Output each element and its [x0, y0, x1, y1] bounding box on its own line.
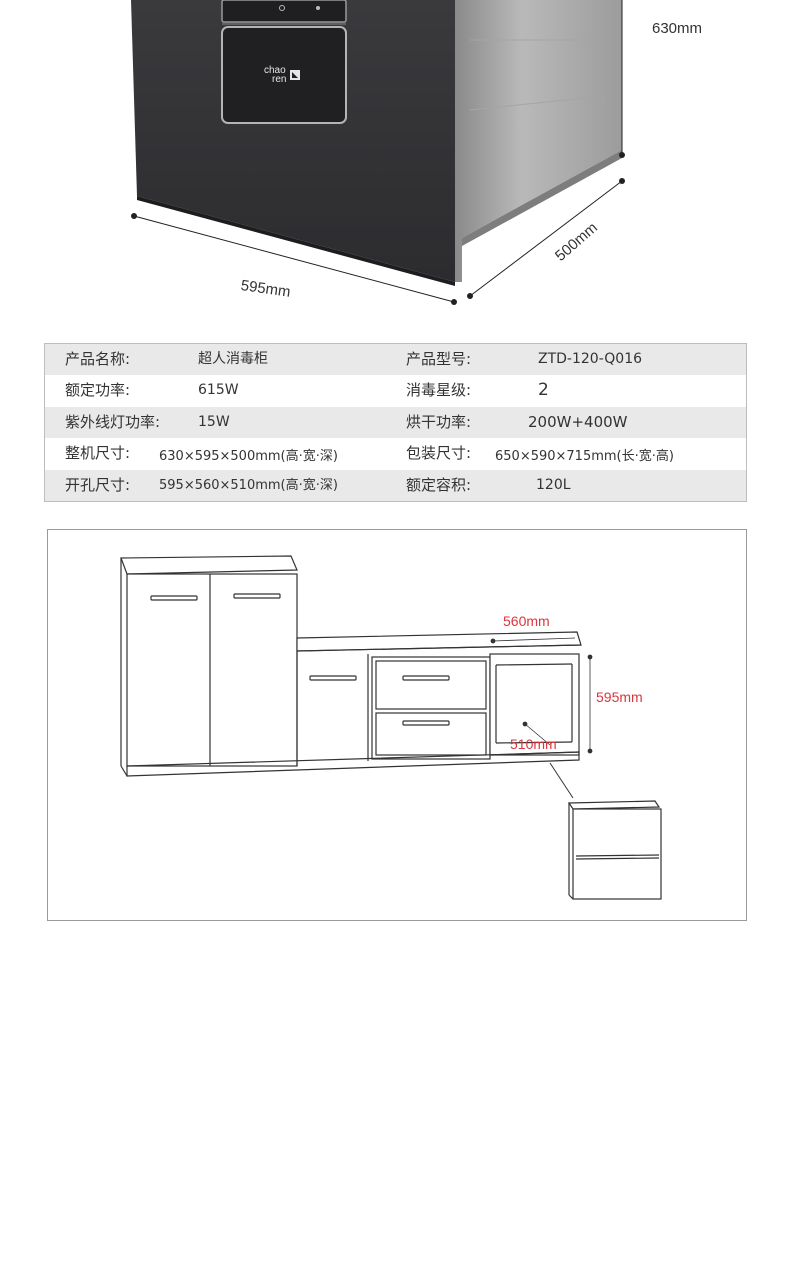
spec-value: 15W [198, 413, 230, 430]
installation-diagram: 560mm 595mm 510mm [47, 529, 747, 921]
spec-value: 2 [538, 380, 549, 401]
spec-label: 额定功率: [65, 381, 131, 400]
spec-table: 产品名称: 超人消毒柜 产品型号: ZTD-120-Q016 额定功率: 615… [44, 343, 747, 502]
svg-text:chao: chao [264, 65, 286, 76]
height-dimension-label: 630mm [652, 20, 703, 37]
spec-label: 产品名称: [65, 350, 131, 368]
spec-row: 整机尺寸: 630×595×500mm(高·宽·深) 包装尺寸: 650×590… [45, 438, 746, 469]
spec-value: 650×590×715mm(长·宽·高) [495, 449, 674, 465]
spec-value: ZTD-120-Q016 [538, 351, 643, 367]
spec-value: 615W [198, 382, 239, 399]
spec-value: 200W+400W [528, 412, 628, 431]
spec-row: 紫外线灯功率: 15W 烘干功率: 200W+400W [45, 406, 746, 439]
opening-width-label: 560mm [503, 613, 550, 629]
spec-label: 整机尺寸: [65, 444, 131, 463]
spec-value: 630×595×500mm(高·宽·深) [159, 449, 338, 465]
svg-text:ren: ren [272, 74, 286, 85]
product-photo: chao ren 630mm 595mm 500mm [0, 0, 790, 320]
disinfection-cabinet-image: chao ren [131, 0, 625, 305]
spec-value: 120L [536, 476, 571, 493]
brand-logo-icon: chao ren [264, 65, 300, 85]
spec-row: 产品名称: 超人消毒柜 产品型号: ZTD-120-Q016 [45, 344, 746, 376]
kitchen-cabinet-drawing [120, 555, 662, 900]
spec-label: 包装尺寸: [406, 444, 472, 463]
spec-label: 消毒星级: [406, 381, 472, 400]
opening-depth-label: 510mm [510, 736, 557, 752]
spec-row: 开孔尺寸: 595×560×510mm(高·宽·深) 额定容积: 120L [45, 469, 746, 501]
spec-label: 烘干功率: [406, 412, 472, 431]
spec-label: 产品型号: [406, 350, 472, 368]
spec-label: 开孔尺寸: [65, 475, 131, 494]
spec-label: 紫外线灯功率: [65, 412, 161, 431]
spec-row: 额定功率: 615W 消毒星级: 2 [45, 375, 746, 406]
spec-label: 额定容积: [406, 475, 472, 494]
spec-value: 595×560×510mm(高·宽·深) [159, 477, 338, 493]
opening-height-label: 595mm [596, 689, 643, 705]
spec-value: 超人消毒柜 [198, 351, 268, 367]
